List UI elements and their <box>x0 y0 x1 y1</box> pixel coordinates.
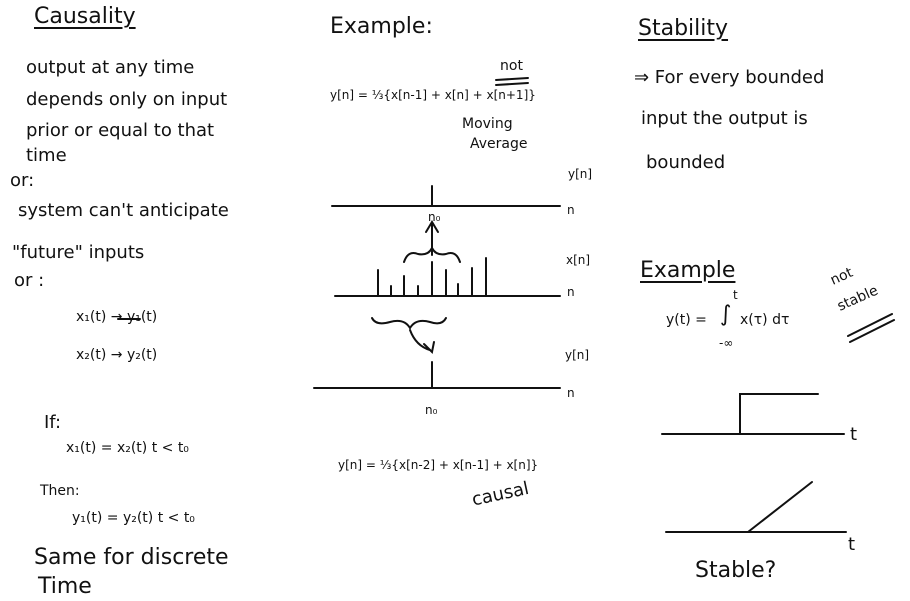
integral-body: x(τ) dτ <box>740 312 790 328</box>
causality-title: Causality <box>34 4 136 29</box>
stable-question: Stable? <box>695 558 777 583</box>
causality-line-1: output at any time <box>26 57 195 78</box>
if-equation: x₁(t) = x₂(t) t < t₀ <box>66 440 189 456</box>
bottom-stem-plot <box>313 361 561 389</box>
integral-sign: ∫ <box>720 302 732 327</box>
down-brace-arrow <box>371 317 447 355</box>
up-arrow-brace <box>403 220 461 263</box>
n-axis-label-top: n <box>567 203 575 217</box>
y-axis-label-top: y[n] <box>568 167 593 181</box>
same-for-discrete-line-2: Time <box>38 574 92 599</box>
not-annotation: not <box>500 58 523 74</box>
alt-statement-line-2: "future" inputs <box>12 242 145 263</box>
moving-average-equation: y[n] = ⅓{x[n-1] + x[n] + x[n+1]} <box>330 88 536 102</box>
causality-line-3: prior or equal to that <box>26 120 215 141</box>
ramp-function-plot <box>665 481 847 533</box>
stability-line-1: ⇒ For every bounded <box>634 67 825 88</box>
not-stable-underline <box>847 313 895 343</box>
or-label-1: or: <box>10 170 35 191</box>
y-axis-label-bottom: y[n] <box>565 348 590 362</box>
integral-lower-limit: -∞ <box>719 336 734 350</box>
x-axis-label: x[n] <box>566 253 591 267</box>
stability-line-2: input the output is <box>641 108 808 129</box>
stability-example-title: Example <box>640 258 736 283</box>
example-title: Example: <box>330 14 433 39</box>
stability-title: Stability <box>638 16 729 41</box>
not-double-underline <box>495 77 529 86</box>
n0-label-bottom: n₀ <box>425 403 438 417</box>
moving-label: Moving <box>462 116 513 132</box>
step-function-plot <box>661 393 845 435</box>
stability-line-3: bounded <box>646 152 726 173</box>
middle-stem-plot <box>334 257 561 297</box>
same-for-discrete-line-1: Same for discrete <box>34 545 229 570</box>
t-axis-label-2: t <box>848 534 856 555</box>
then-label: Then: <box>40 483 80 499</box>
t-axis-label-1: t <box>850 424 858 445</box>
average-label: Average <box>470 136 528 152</box>
integral-upper-limit: t <box>733 288 738 302</box>
then-equation: y₁(t) = y₂(t) t < t₀ <box>72 510 195 526</box>
mapping-1: x₁(t) → y₁(t) <box>76 309 158 325</box>
n-axis-label-mid: n <box>567 285 575 299</box>
alt-statement-line-1: system can't anticipate <box>18 200 229 221</box>
integral-lhs: y(t) = <box>666 312 707 328</box>
causality-line-2: depends only on input <box>26 89 228 110</box>
n0-label-top: n₀ <box>428 210 441 224</box>
or-label-2: or : <box>14 270 45 291</box>
top-stem-plot <box>331 185 561 207</box>
causal-equation: y[n] = ⅓{x[n-2] + x[n-1] + x[n]} <box>338 458 539 472</box>
if-label: If: <box>44 412 62 433</box>
n-axis-label-bottom: n <box>567 386 575 400</box>
causality-line-4: time <box>26 145 67 166</box>
mapping-2: x₂(t) → y₂(t) <box>76 347 158 363</box>
